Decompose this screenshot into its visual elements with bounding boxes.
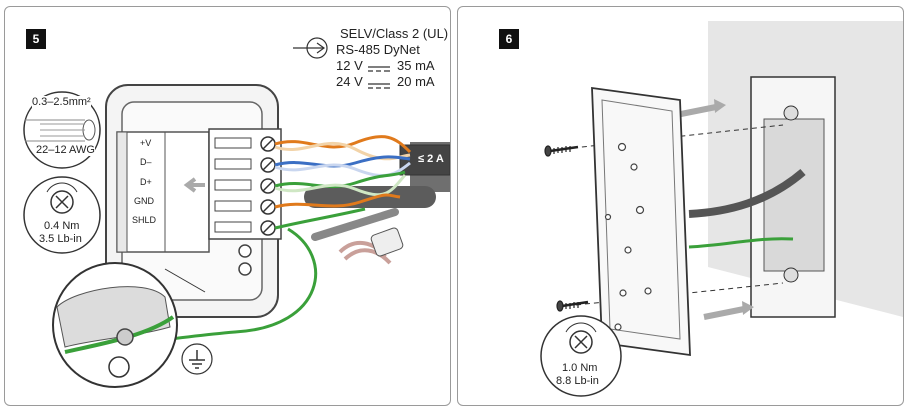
step-6-panel: 6 1.0 Nm 8.8 Lb-in — [457, 6, 904, 406]
terminal-label: D+ — [140, 177, 152, 187]
spec-12v-label: 12 V — [336, 58, 363, 73]
step-number-badge: 6 — [499, 29, 519, 49]
screwdriver-torque-icon — [23, 176, 101, 254]
input-arrow-icon — [293, 37, 328, 59]
terminal-label: +V — [140, 138, 152, 148]
wiring-illustration — [23, 37, 450, 388]
mounting-plate — [591, 86, 691, 357]
terminal-label: GND — [134, 196, 154, 206]
mounting-screws — [544, 145, 589, 312]
screwdriver-torque-icon — [540, 315, 622, 397]
terminal-label: D– — [140, 157, 152, 167]
spec-12v-current: 35 mA — [397, 58, 435, 73]
terminal-label: SHLD — [132, 215, 157, 225]
wire-size-label: 0.3–2.5mm² — [32, 96, 91, 108]
torque-nm-label: 1.0 Nm — [562, 362, 598, 374]
terminal-housing — [116, 131, 210, 253]
step-number-badge: 5 — [26, 29, 46, 49]
torque-lbin-label: 8.8 Lb-in — [556, 375, 599, 387]
earth-ground-icon — [181, 343, 213, 375]
terminal-screws — [260, 136, 276, 236]
torque-nm-label: 0.4 Nm — [44, 220, 80, 232]
cable-current-rating: ≤ 2 A — [418, 153, 444, 165]
spec-24v-label: 24 V — [336, 74, 363, 89]
insert-direction-arrow — [183, 177, 205, 193]
spec-24v-current: 20 mA — [397, 74, 435, 89]
spec-protocol-label: RS-485 DyNet — [336, 42, 420, 57]
spec-selv-label: SELV/Class 2 (UL) — [340, 26, 449, 41]
step-5-panel: 5 SELV/Class 2 (UL) RS-485 DyNet 12 V 35… — [4, 6, 451, 406]
torque-lbin-label: 3.5 Lb-in — [39, 233, 82, 245]
cable-jacket — [399, 144, 450, 176]
wire-awg-label: 22–12 AWG — [36, 144, 95, 156]
mounting-illustration — [540, 21, 903, 397]
